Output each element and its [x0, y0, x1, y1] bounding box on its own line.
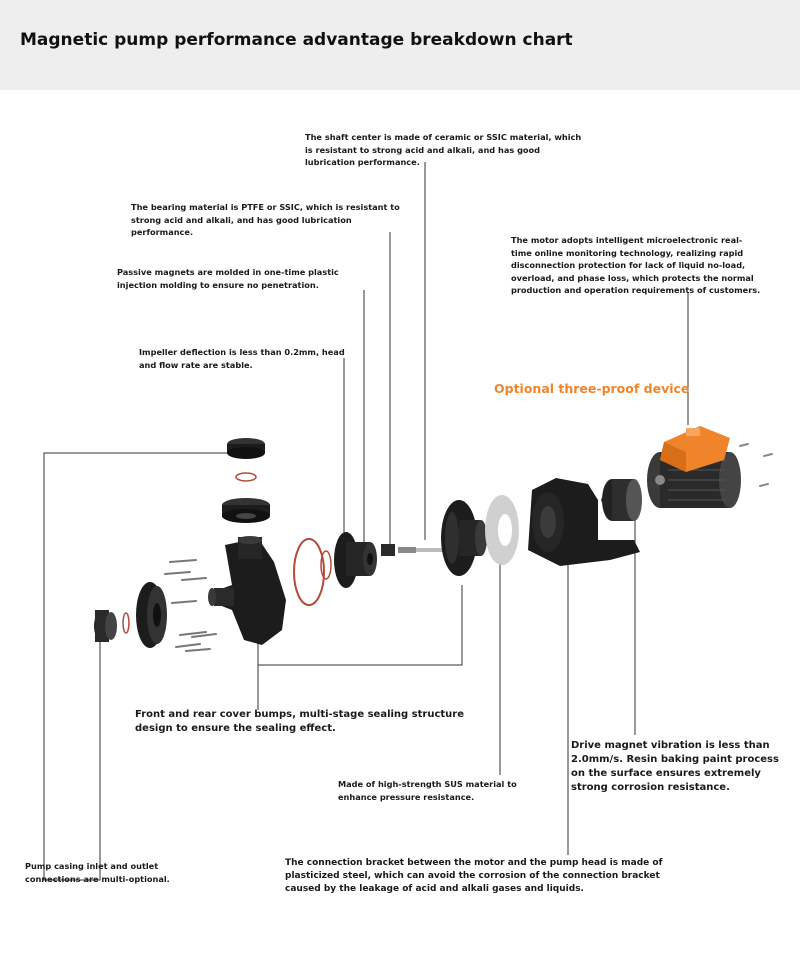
bearing-and-shaft — [381, 544, 446, 556]
page-title: Magnetic pump performance advantage brea… — [20, 30, 573, 50]
rear-cover — [441, 500, 487, 576]
annotation-passive-magnets: Passive magnets are molded in one-time p… — [117, 267, 339, 290]
annotation-impeller: Impeller deflection is less than 0.2mm, … — [139, 347, 345, 370]
motor-screws — [739, 443, 773, 487]
leader-lines — [43, 162, 689, 881]
annotation-bracket: The connection bracket between the motor… — [285, 858, 663, 894]
three-proof-device — [660, 426, 730, 472]
front-flange-plate — [136, 582, 167, 648]
bolts — [164, 559, 217, 652]
annotation-motor: The motor adopts intelligent microelectr… — [511, 235, 761, 295]
impeller — [334, 532, 377, 588]
annotation-three-proof: Optional three-proof device — [494, 381, 690, 396]
sealing-rings — [293, 538, 332, 606]
bracket — [528, 478, 640, 566]
pump-casing — [208, 536, 286, 645]
annotation-bearing: The bearing material is PTFE or SSIC, wh… — [131, 202, 400, 237]
annotation-shaft: The shaft center is made of ceramic or S… — [305, 132, 582, 167]
annotation-sus-material: Made of high-strength SUS material to en… — [338, 779, 517, 802]
sus-plate — [485, 495, 519, 565]
leader-cover-right — [258, 585, 463, 666]
annotation-cover-sealing: Front and rear cover bumps, multi-stage … — [135, 709, 465, 734]
title-banner: Magnetic pump performance advantage brea… — [0, 0, 800, 90]
leader-casing — [43, 452, 228, 881]
annotation-casing-connections: Pump casing inlet and outlet connections… — [25, 861, 170, 884]
inlet-flange — [94, 610, 130, 642]
top-fittings — [222, 438, 270, 523]
drive-magnet — [602, 479, 642, 521]
annotation-drive-magnet: Drive magnet vibration is less than 2.0m… — [571, 740, 779, 793]
